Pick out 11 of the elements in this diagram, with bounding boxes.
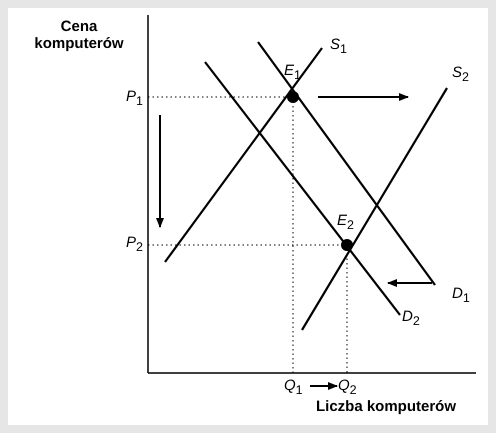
- curve-label: D$_{1}$: [452, 285, 470, 305]
- point-label: E$_{2}$: [337, 212, 354, 232]
- curve-label: S$_{1}$: [330, 36, 347, 56]
- axis-title: Liczba komputerów: [316, 398, 456, 415]
- price-label: P$_{1}$: [126, 88, 143, 108]
- quantity-label: Q$_{2}$: [338, 377, 357, 397]
- curve-label: D$_{2}$: [402, 308, 420, 328]
- curve-label: S$_{2}$: [452, 64, 469, 84]
- axis-title: Cena komputerów: [33, 18, 125, 52]
- quantity-label: Q$_{1}$: [284, 377, 303, 397]
- price-label: P$_{2}$: [126, 234, 143, 254]
